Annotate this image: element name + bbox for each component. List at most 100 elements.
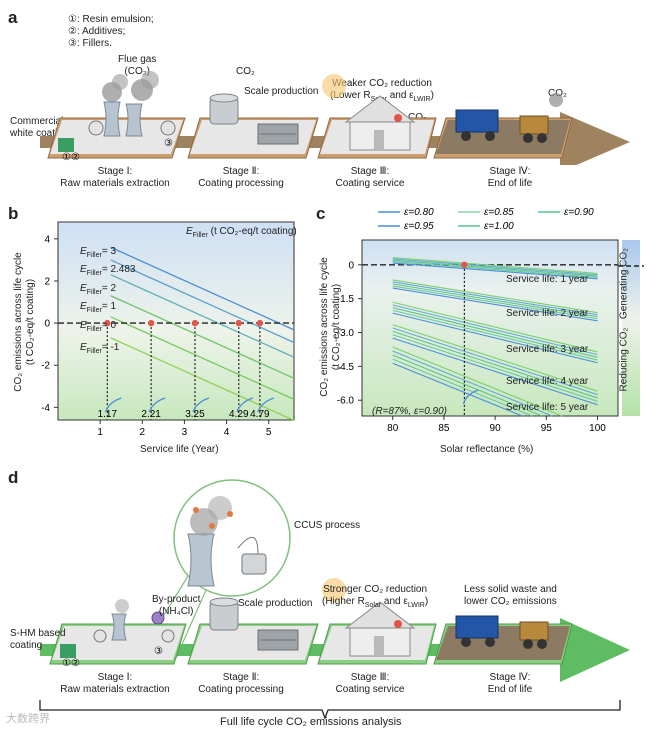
stage4-label-d: Stage Ⅳ: End of life — [487, 672, 533, 695]
marker-3: ③ — [164, 138, 173, 149]
marker-dot — [461, 261, 468, 269]
label-efiller-2: EFiller= 2 — [80, 282, 117, 296]
chart-c-generating: Generating CO₂ — [618, 247, 630, 320]
series-line — [392, 309, 598, 361]
scale-production-label-d: Scale production — [238, 598, 313, 609]
chart-c-ylabel: CO₂ emissions across life cycle (t CO₂-e… — [319, 257, 342, 397]
service-label-5: Service life: 5 year — [506, 402, 589, 413]
label-efiller-neg1: EFiller= -1 — [80, 342, 120, 356]
nh4cl-byproduct — [151, 611, 165, 625]
curved-arrow-icon — [192, 397, 210, 413]
stage2-label-d: Stage Ⅱ: Coating processing — [198, 672, 284, 695]
legend-label: ε=0.80 — [404, 207, 434, 218]
bottom-bracket — [39, 700, 621, 720]
cooling-tower-1 — [103, 101, 121, 137]
shm-coating-label: S-HM based coating — [10, 628, 66, 651]
ccus-tower-icon — [187, 533, 215, 587]
curved-arrow-icon — [236, 397, 254, 413]
panel-a-legend: ①: Resin emulsion; ②: Additives; ③: Fill… — [68, 14, 154, 50]
y-tick-label: -4 — [41, 403, 50, 414]
stronger-reduction-label: Stronger CO₂ reduction (Higher RSolar an… — [322, 584, 429, 609]
series-line — [392, 324, 598, 392]
x-tick-label: 80 — [387, 423, 399, 434]
intercept-dot — [235, 319, 242, 327]
chart-c-xlabel: Solar reflectance (%) — [440, 444, 534, 455]
panel-c-letter: c — [316, 204, 326, 223]
series-line — [392, 307, 598, 358]
chart-c-annotation: (R=87%, ε=0.90) — [372, 406, 447, 417]
intercept-label: 4.29 — [229, 409, 249, 420]
curved-arrow-icon — [104, 397, 122, 413]
byproduct-label: By-product (NH₄Cl) — [152, 594, 201, 617]
series-line — [392, 279, 598, 314]
series-line — [392, 327, 598, 396]
y-tick-label: -6.0 — [337, 396, 355, 407]
x-tick-label: 100 — [589, 423, 606, 434]
series-line — [392, 259, 598, 277]
series-line — [392, 258, 598, 276]
y-tick-label: -2 — [41, 361, 50, 372]
service-label-4: Service life: 4 year — [506, 376, 589, 387]
pressure-gauge-icon — [88, 120, 104, 136]
series-line — [392, 257, 598, 274]
series-line — [392, 301, 598, 353]
y-tick-label: -4.5 — [337, 362, 355, 373]
chart-b-line-labels: EFiller= 3 EFiller= 2.483 EFiller= 2 EFi… — [80, 245, 136, 359]
stage3-label-a: Stage Ⅲ: Coating service — [335, 166, 405, 189]
cooling-tower-2 — [125, 103, 143, 137]
series-line — [392, 283, 598, 318]
ccus-storage-tank — [241, 553, 267, 575]
intercept-label: 4.79 — [250, 409, 270, 420]
x-tick-label: 4 — [224, 427, 230, 438]
legend-fillers: ③: Fillers. — [68, 38, 112, 49]
series-line — [110, 246, 295, 331]
chart-b-plot-area — [57, 221, 295, 421]
series-line — [392, 354, 543, 417]
label-efiller-2483: EFiller= 2.483 — [80, 264, 136, 278]
service-label-3: Service life: 3 year — [506, 344, 589, 355]
service-label-1: Service life: 1 year — [506, 274, 589, 285]
chart-c-side-bar — [622, 240, 640, 416]
stage3-label-d: Stage Ⅲ: Coating service — [335, 672, 405, 695]
y-tick-label: 0 — [44, 319, 50, 330]
legend-additives: ②: Additives; — [68, 26, 126, 37]
series-line — [392, 262, 598, 280]
label-efiller-0: EFiller= 0 — [80, 319, 117, 333]
scale-production-label-a: Scale production — [244, 86, 319, 97]
chart-b-ylabel: CO₂ emissions across life cycle (t CO₂-e… — [13, 252, 36, 392]
service-label-2: Service life: 2 year — [506, 308, 589, 319]
panel-d-letter: d — [8, 468, 19, 487]
series-line — [392, 346, 563, 417]
x-tick-label: 1 — [97, 427, 103, 438]
panel-b-letter: b — [8, 204, 19, 223]
chart-b-xlabel: Service life (Year) — [140, 444, 219, 455]
intercept-dot — [104, 319, 111, 327]
series-line — [110, 259, 295, 344]
y-tick-label: 0 — [348, 260, 354, 271]
legend-label: ε=0.95 — [404, 221, 434, 232]
series-line — [110, 274, 295, 358]
panel-a-illustration: ③ ①② — [40, 71, 630, 165]
label-efiller-3: EFiller= 3 — [80, 246, 117, 259]
svg-text:③: ③ — [154, 646, 163, 657]
legend-resin: ①: Resin emulsion; — [68, 14, 154, 25]
bottom-label: Full life cycle CO₂ emissions analysis — [220, 716, 402, 728]
intercept-label: 2.21 — [141, 409, 161, 420]
stage2-label-a: Stage Ⅱ: Coating processing — [198, 166, 284, 189]
intercept-label: 1.17 — [98, 409, 118, 420]
series-line — [110, 337, 295, 422]
stage1-label-d: Stage Ⅰ: Raw materials extraction — [60, 672, 170, 695]
series-line — [392, 330, 598, 399]
label-efiller-1: EFiller= 1 — [80, 301, 117, 315]
series-line — [392, 334, 598, 402]
curved-arrow-icon — [148, 397, 166, 413]
less-waste-label: Less solid waste and lower CO₂ emissions — [464, 584, 557, 607]
series-line — [392, 337, 598, 406]
curved-arrow-icon — [257, 397, 275, 413]
commercial-coating-label: Commercial white coating — [10, 116, 69, 139]
ccus-label: CCUS process — [294, 520, 361, 531]
y-tick-label: 2 — [44, 276, 50, 287]
bulldozer-a — [519, 115, 549, 135]
